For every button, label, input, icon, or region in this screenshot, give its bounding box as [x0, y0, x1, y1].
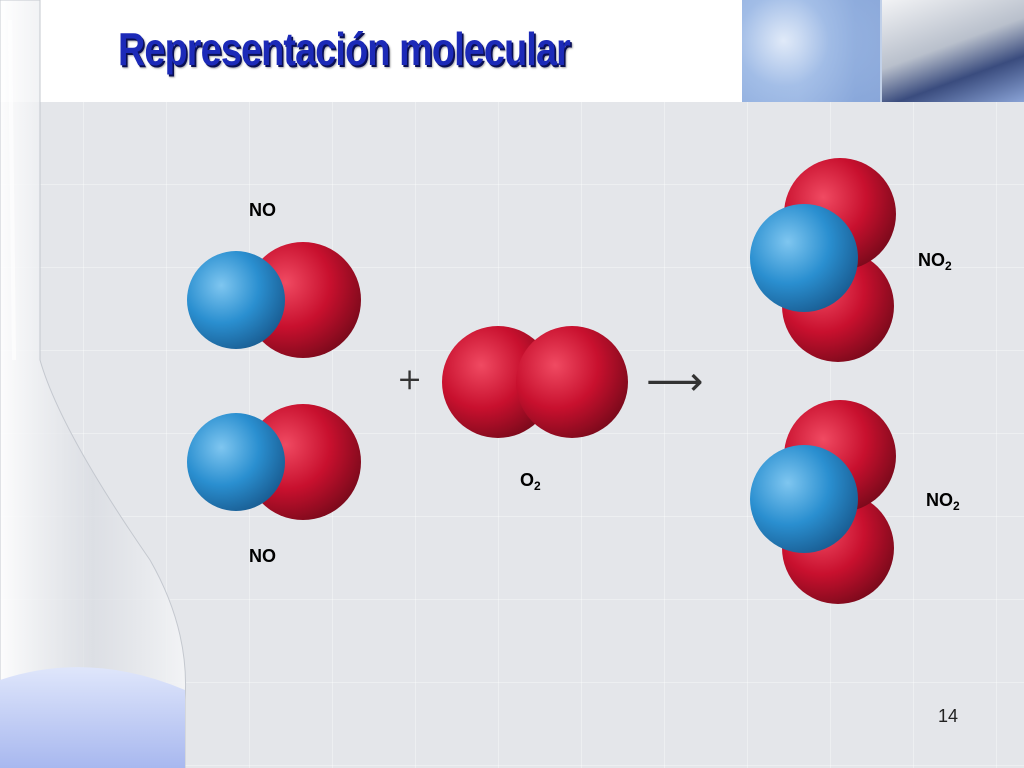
- no-label-top: NO: [249, 200, 276, 220]
- nitrogen-atom: [187, 251, 285, 349]
- no2-label-top: NO2: [918, 250, 952, 273]
- no-molecule-bottom: [187, 404, 361, 520]
- microscope-sample-image: [742, 0, 880, 102]
- oxygen-atom: [516, 326, 628, 438]
- flask-illustration: [0, 0, 187, 768]
- no2-molecule-bottom: [750, 400, 896, 604]
- no-molecule-top: [187, 242, 361, 358]
- o2-molecule: [442, 326, 628, 438]
- microscope-image: [882, 0, 1024, 102]
- reaction-arrow: ⟶: [646, 359, 704, 405]
- slide-title: Representación molecular: [118, 23, 571, 75]
- nitrogen-atom: [750, 204, 858, 312]
- page-number: 14: [938, 706, 959, 726]
- header-photo-strip: [742, 0, 1024, 102]
- header-band: Representación molecular: [0, 0, 1024, 102]
- no2-label-bottom: NO2: [926, 490, 960, 513]
- no2-top-subscript: 2: [945, 259, 952, 273]
- nitrogen-atom: [187, 413, 285, 511]
- plus-sign: +: [397, 362, 423, 397]
- no2-bottom-formula: NO: [926, 490, 953, 510]
- no-label-bottom: NO: [249, 546, 276, 566]
- no2-top-formula: NO: [918, 250, 945, 270]
- no2-molecule-top: [750, 158, 896, 362]
- o2-label-formula: O: [520, 470, 535, 490]
- nitrogen-atom: [750, 445, 858, 553]
- o2-label: O2: [520, 470, 541, 493]
- o2-label-subscript: 2: [534, 479, 541, 493]
- no2-bottom-subscript: 2: [953, 499, 960, 513]
